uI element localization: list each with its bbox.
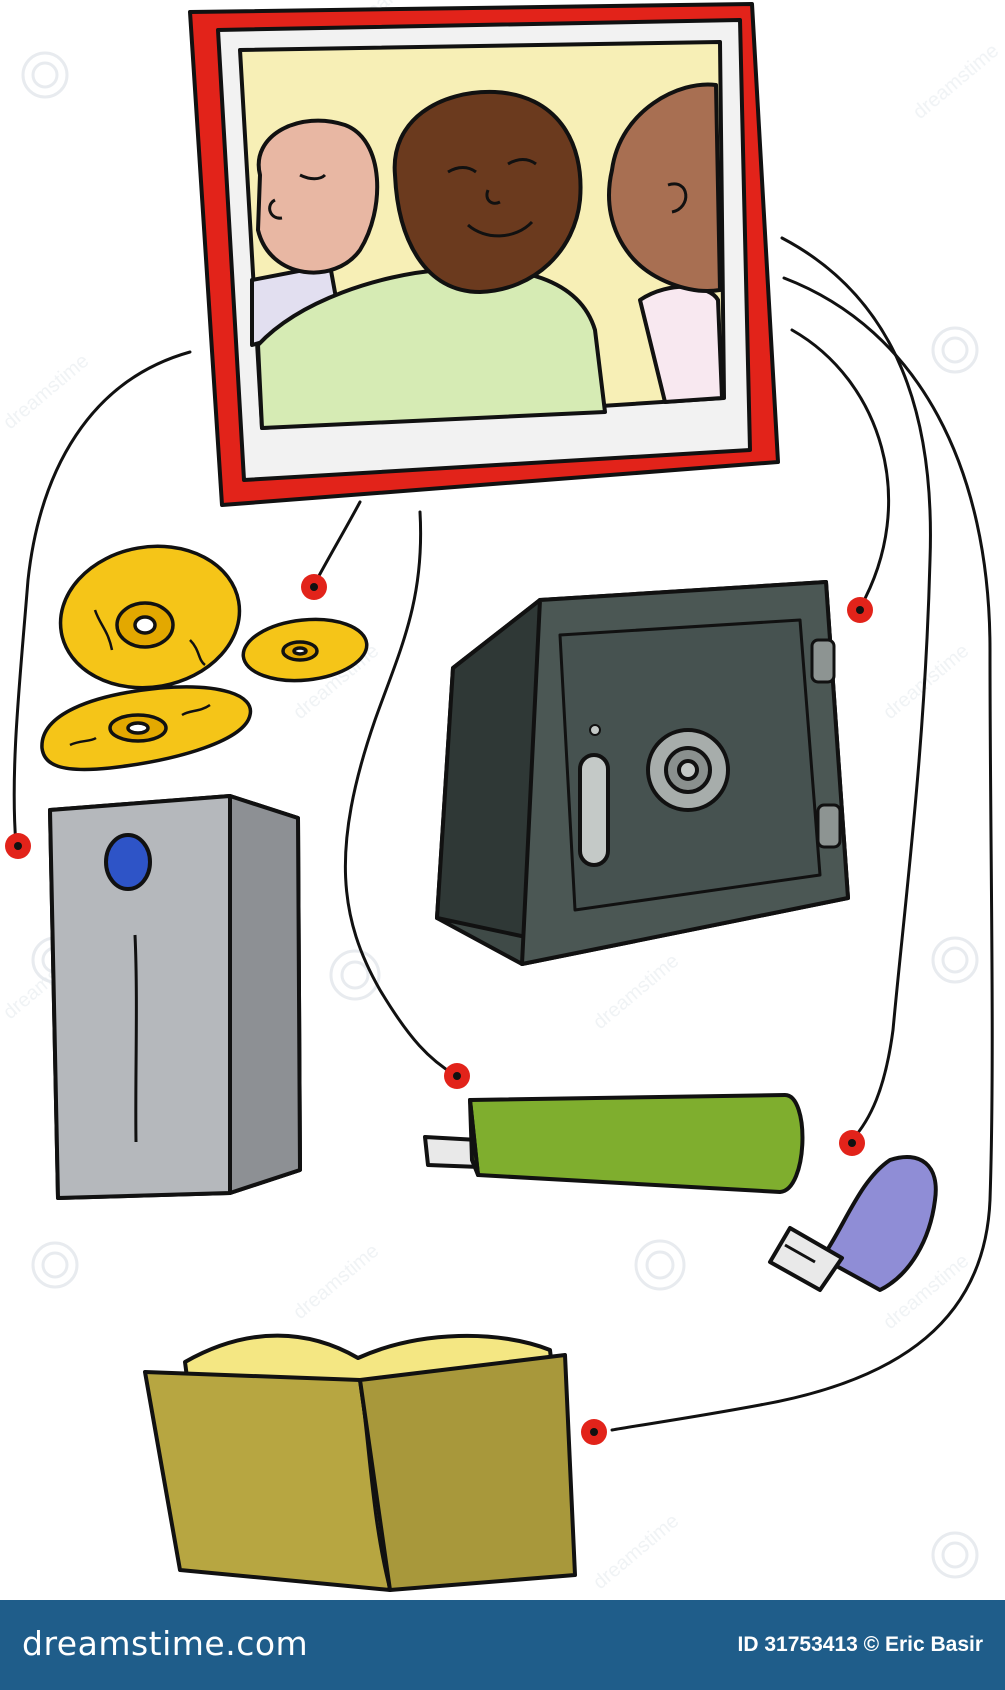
link-dot bbox=[301, 574, 327, 600]
link-dot bbox=[5, 833, 31, 859]
watermark-text: dreamstime bbox=[909, 40, 1003, 124]
link-dot bbox=[444, 1063, 470, 1089]
watermark-text: dreamstime bbox=[589, 950, 683, 1034]
server-tower-icon bbox=[48, 794, 302, 1200]
brand-logo-text[interactable]: dreamstime.com bbox=[22, 1624, 309, 1663]
watermark-text: dreamstime bbox=[289, 1240, 383, 1324]
link-dots bbox=[5, 574, 873, 1445]
link-dot bbox=[581, 1419, 607, 1445]
disc-icon bbox=[40, 544, 369, 772]
link-dot bbox=[839, 1130, 865, 1156]
image-credit: ID 31753413 © Eric Basir bbox=[737, 1633, 983, 1656]
usb-stick-icon bbox=[423, 1093, 805, 1194]
link-dot bbox=[847, 597, 873, 623]
safe-icon bbox=[435, 580, 850, 966]
watermark-text: dreamstime bbox=[589, 1510, 683, 1594]
illustration: dreamstime dreamstime dreamstime dreamst… bbox=[0, 0, 1003, 1594]
photo-album-icon bbox=[143, 1333, 577, 1592]
footer-bar: dreamstime.com ID 31753413 © Eric Basir bbox=[0, 1600, 1005, 1690]
usb-key-icon bbox=[768, 1154, 938, 1292]
photo-frame-icon bbox=[188, 2, 780, 507]
watermark-text: dreamstime bbox=[0, 350, 93, 434]
